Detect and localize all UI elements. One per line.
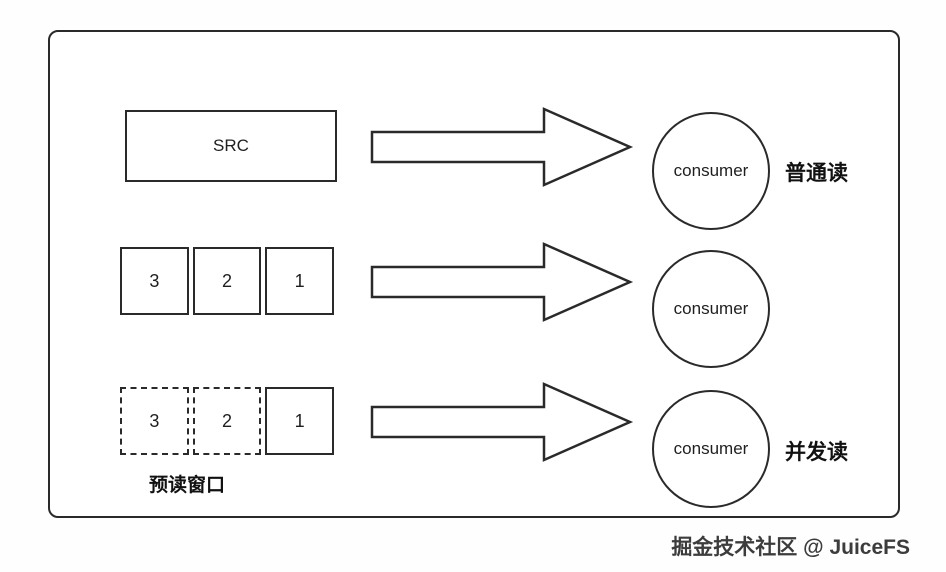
watermark: 掘金技术社区 @ JuiceFS <box>671 536 910 559</box>
right-arrow-icon <box>370 107 634 187</box>
block-label: 2 <box>222 410 233 431</box>
block-label: 1 <box>294 270 305 291</box>
block-cell-dashed: 3 <box>120 387 189 455</box>
annotation-normal-read: 普通读 <box>785 162 848 185</box>
block-cell: 2 <box>192 247 262 315</box>
right-arrow-icon <box>370 242 634 322</box>
diagram-frame: SRC consumer 普通读 3 2 1 consumer <box>48 30 900 518</box>
consumer-circle: consumer <box>652 112 770 230</box>
block-row: 3 2 1 <box>120 247 335 315</box>
block-row-readahead: 3 2 1 <box>120 387 335 455</box>
right-arrow-icon <box>370 382 634 462</box>
src-label: SRC <box>213 136 249 155</box>
block-cell: 1 <box>265 387 335 455</box>
block-label: 3 <box>149 270 160 291</box>
consumer-label: consumer <box>673 161 749 180</box>
consumer-label: consumer <box>673 439 749 458</box>
readahead-window-label: 预读窗口 <box>149 475 226 496</box>
consumer-label: consumer <box>673 299 749 318</box>
consumer-circle: consumer <box>652 250 770 368</box>
block-cell: 3 <box>120 247 189 315</box>
block-cell-dashed: 2 <box>192 387 262 455</box>
block-label: 1 <box>294 410 305 431</box>
block-label: 3 <box>149 410 160 431</box>
src-box: SRC <box>125 110 337 182</box>
annotation-concurrent-read: 并发读 <box>785 441 848 464</box>
block-cell: 1 <box>265 247 335 315</box>
consumer-circle: consumer <box>652 390 770 508</box>
block-label: 2 <box>222 270 233 291</box>
